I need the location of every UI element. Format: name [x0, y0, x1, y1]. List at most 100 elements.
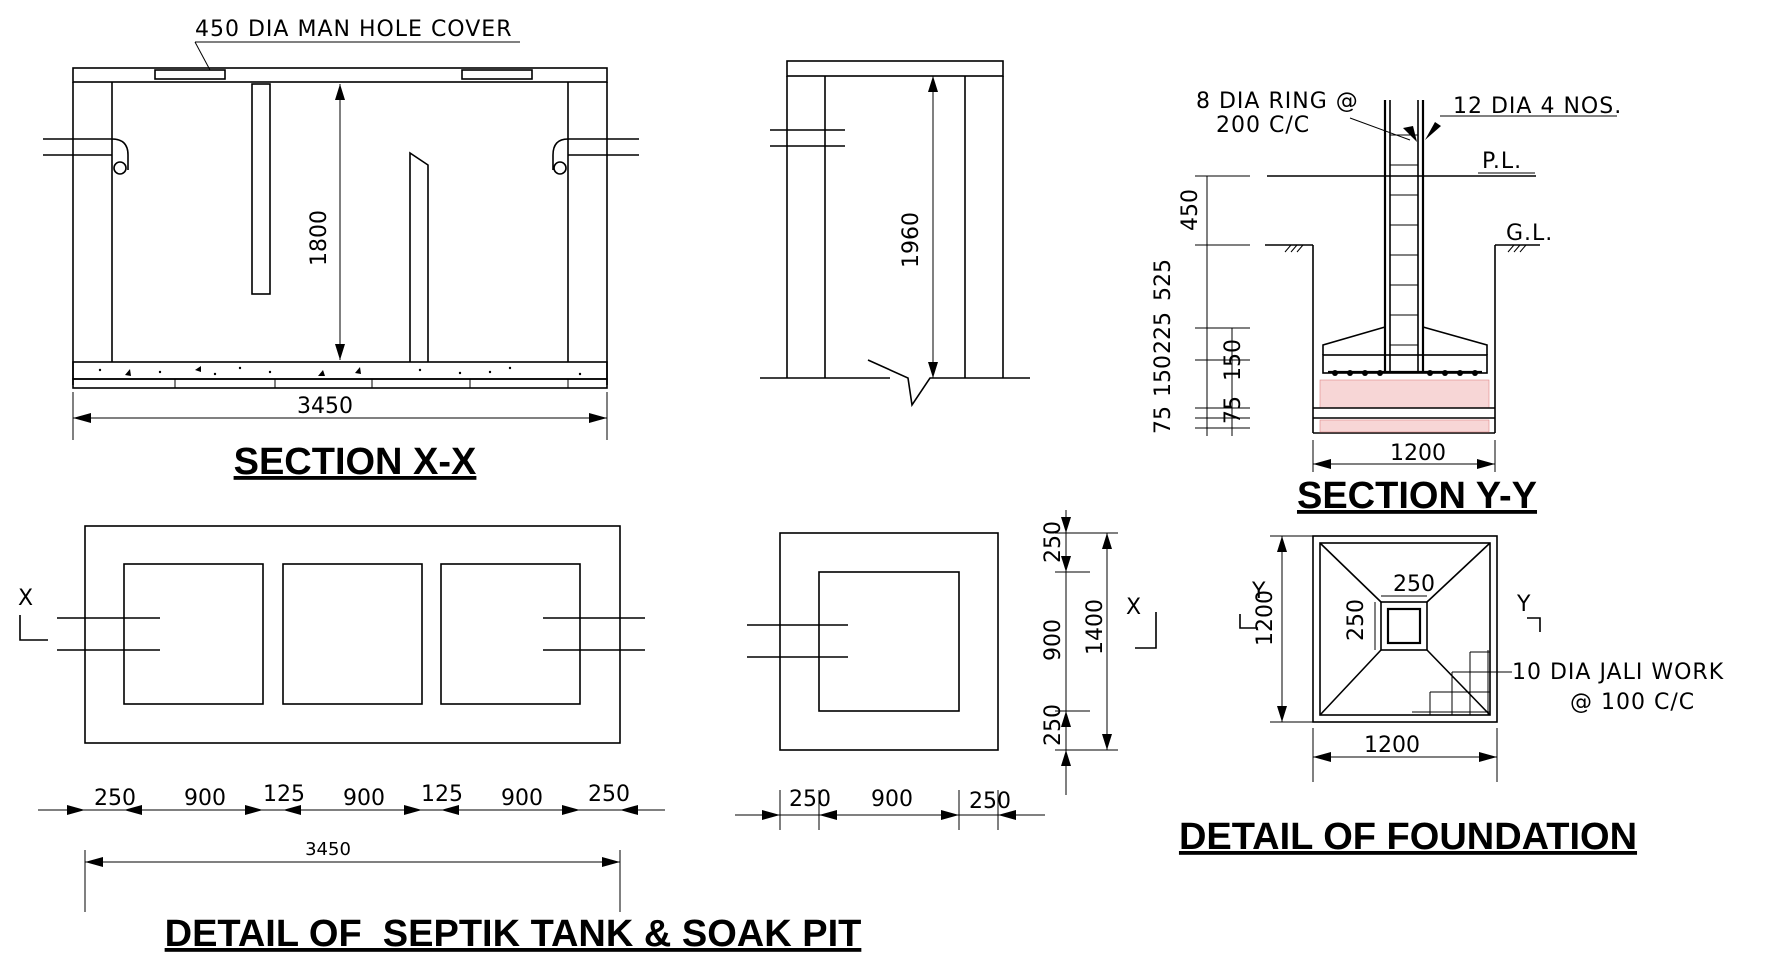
- dim-arrow: [335, 344, 345, 360]
- tank-dim-900-2: 900: [343, 786, 385, 811]
- pit-dim-250-right: 250: [969, 789, 1011, 814]
- dim-150-right: 150: [1221, 339, 1246, 381]
- dim-arrow: [1102, 533, 1112, 549]
- dim-75-left: 75: [1151, 406, 1176, 434]
- foundation-title: DETAIL OF FOUNDATION: [1179, 816, 1637, 858]
- base-brick-course: [72, 378, 608, 389]
- jali-note-line1: 10 DIA JALI WORK: [1512, 660, 1724, 685]
- foundation-plan-outer: [1312, 535, 1498, 723]
- dim-arrow: [1277, 536, 1287, 552]
- dim-arrow: [1102, 734, 1112, 750]
- dim-arrow: [1477, 459, 1495, 469]
- column-plan-bars: [1386, 607, 1422, 645]
- tank-section-mark: X: [18, 586, 34, 611]
- tank-dim-250-right: 250: [588, 782, 630, 807]
- width-dim-1200: 1200: [1390, 441, 1446, 466]
- tank-dim-250-left: 250: [94, 786, 136, 811]
- dim-arrow: [1313, 459, 1331, 469]
- section-cut-mark: [1527, 617, 1541, 632]
- pit-dim-250-bottom: 250: [1041, 704, 1066, 746]
- main-title: DETAIL OF SEPTIK TANK & SOAK PIT: [165, 913, 862, 955]
- tank-chamber-1: [123, 563, 264, 705]
- foundation-dim-250-top: 250: [1393, 572, 1435, 597]
- outlet-pipe-elbow: [553, 161, 567, 175]
- foundation-section-mark-right: Y: [1516, 592, 1531, 617]
- dim-arrow: [928, 76, 938, 92]
- foundation-dim-1200-vertical: 1200: [1253, 590, 1278, 646]
- section-yy: 8 DIA RING @ 200 C/C 12 DIA 4 NOS. P.L. …: [1151, 89, 1622, 517]
- inlet-pipe-top: [43, 138, 129, 170]
- jali-mesh: [1412, 650, 1490, 715]
- baffle-wall-2: [409, 151, 429, 362]
- dim-arrow: [941, 810, 959, 820]
- dim-arrow: [998, 810, 1016, 820]
- tank-total-dim-3450: 3450: [305, 839, 351, 860]
- pit-plan-outer: [779, 532, 999, 751]
- sand-filling: [1319, 379, 1490, 409]
- dim-arrow: [283, 805, 301, 815]
- foundation-plan: 10 DIA JALI WORK @ 100 C/C 250 250 1200 …: [1179, 535, 1724, 858]
- section-xx: 450 DIA MAN HOLE COVER 1800 3450 SECTION…: [43, 17, 639, 483]
- section-cut-mark: [1239, 614, 1258, 629]
- ground-hatch: [1284, 244, 1304, 253]
- side-section: 1960: [760, 60, 1030, 408]
- dim-450: 450: [1178, 189, 1203, 231]
- pit-section-mark: X: [1126, 595, 1142, 620]
- dim-150-left: 150: [1151, 355, 1176, 397]
- concrete-speckle: [98, 366, 582, 376]
- dim-arrow: [404, 805, 422, 815]
- dim-arrow: [762, 810, 780, 820]
- ring-note-line2: 200 C/C: [1216, 113, 1310, 138]
- dim-arrow: [85, 857, 103, 867]
- dim-arrow: [335, 84, 345, 100]
- side-height-dim-1960: 1960: [899, 212, 924, 268]
- tank-roof-slab: [72, 67, 608, 83]
- dim-arrow: [1277, 706, 1287, 722]
- bar-leader-arrow: [1425, 122, 1441, 140]
- outlet-pipe-top: [552, 138, 639, 170]
- gl-label: G.L.: [1506, 221, 1553, 246]
- dim-arrow: [245, 805, 263, 815]
- jali-note-line2: @ 100 C/C: [1570, 690, 1695, 715]
- dim-525: 525: [1151, 259, 1176, 301]
- dim-arrow: [1061, 517, 1071, 533]
- dim-arrow: [1061, 556, 1071, 572]
- dim-arrow: [1061, 711, 1071, 727]
- manhole-note: 450 DIA MAN HOLE COVER: [195, 17, 512, 42]
- pit-dim-900-vertical: 900: [1041, 619, 1066, 661]
- tank-plan: X 250 900 125 900 125 900 250 3450: [18, 525, 665, 912]
- foundation-dim-1200-horizontal: 1200: [1364, 733, 1420, 758]
- tank-dim-125-2: 125: [421, 782, 463, 807]
- pit-plan-inner: [818, 571, 960, 712]
- slope-line: [1426, 542, 1491, 603]
- slope-line: [1426, 649, 1491, 716]
- bar-note: 12 DIA 4 NOS.: [1453, 94, 1622, 119]
- pit-dim-1400: 1400: [1083, 599, 1108, 655]
- length-dim-3450: 3450: [297, 394, 353, 419]
- ring-note-line1: 8 DIA RING @: [1196, 89, 1359, 114]
- footing-mesh-dots: [1332, 370, 1478, 376]
- manhole-cover-right: [461, 69, 533, 80]
- manhole-cover-left: [154, 69, 226, 80]
- dim-arrow: [1313, 752, 1331, 762]
- side-roof-slab: [786, 60, 1004, 77]
- foundation-plan-inner: [1319, 542, 1491, 716]
- soak-pit-plan: X 250 900 250 1400 250 900 250: [735, 510, 1157, 830]
- footing-slope: [1322, 326, 1488, 355]
- pit-dim-250-left: 250: [789, 787, 831, 812]
- side-ground-break: [760, 359, 1030, 408]
- section-cut-mark: [19, 615, 48, 641]
- dim-arrow: [1479, 752, 1497, 762]
- pit-dim-900-horizontal: 900: [871, 787, 913, 812]
- dim-75-right: 75: [1221, 396, 1246, 424]
- dim-arrow: [73, 413, 91, 423]
- brick-soling: [1319, 419, 1490, 433]
- column-rings: [1390, 134, 1418, 346]
- tank-chamber-2: [282, 563, 423, 705]
- pit-dim-250-top: 250: [1041, 521, 1066, 563]
- foundation-dim-250-side: 250: [1344, 599, 1369, 641]
- foundation-section-mark-left: Y: [1251, 579, 1266, 604]
- slope-line: [1319, 649, 1382, 716]
- dim-arrow: [1061, 750, 1071, 766]
